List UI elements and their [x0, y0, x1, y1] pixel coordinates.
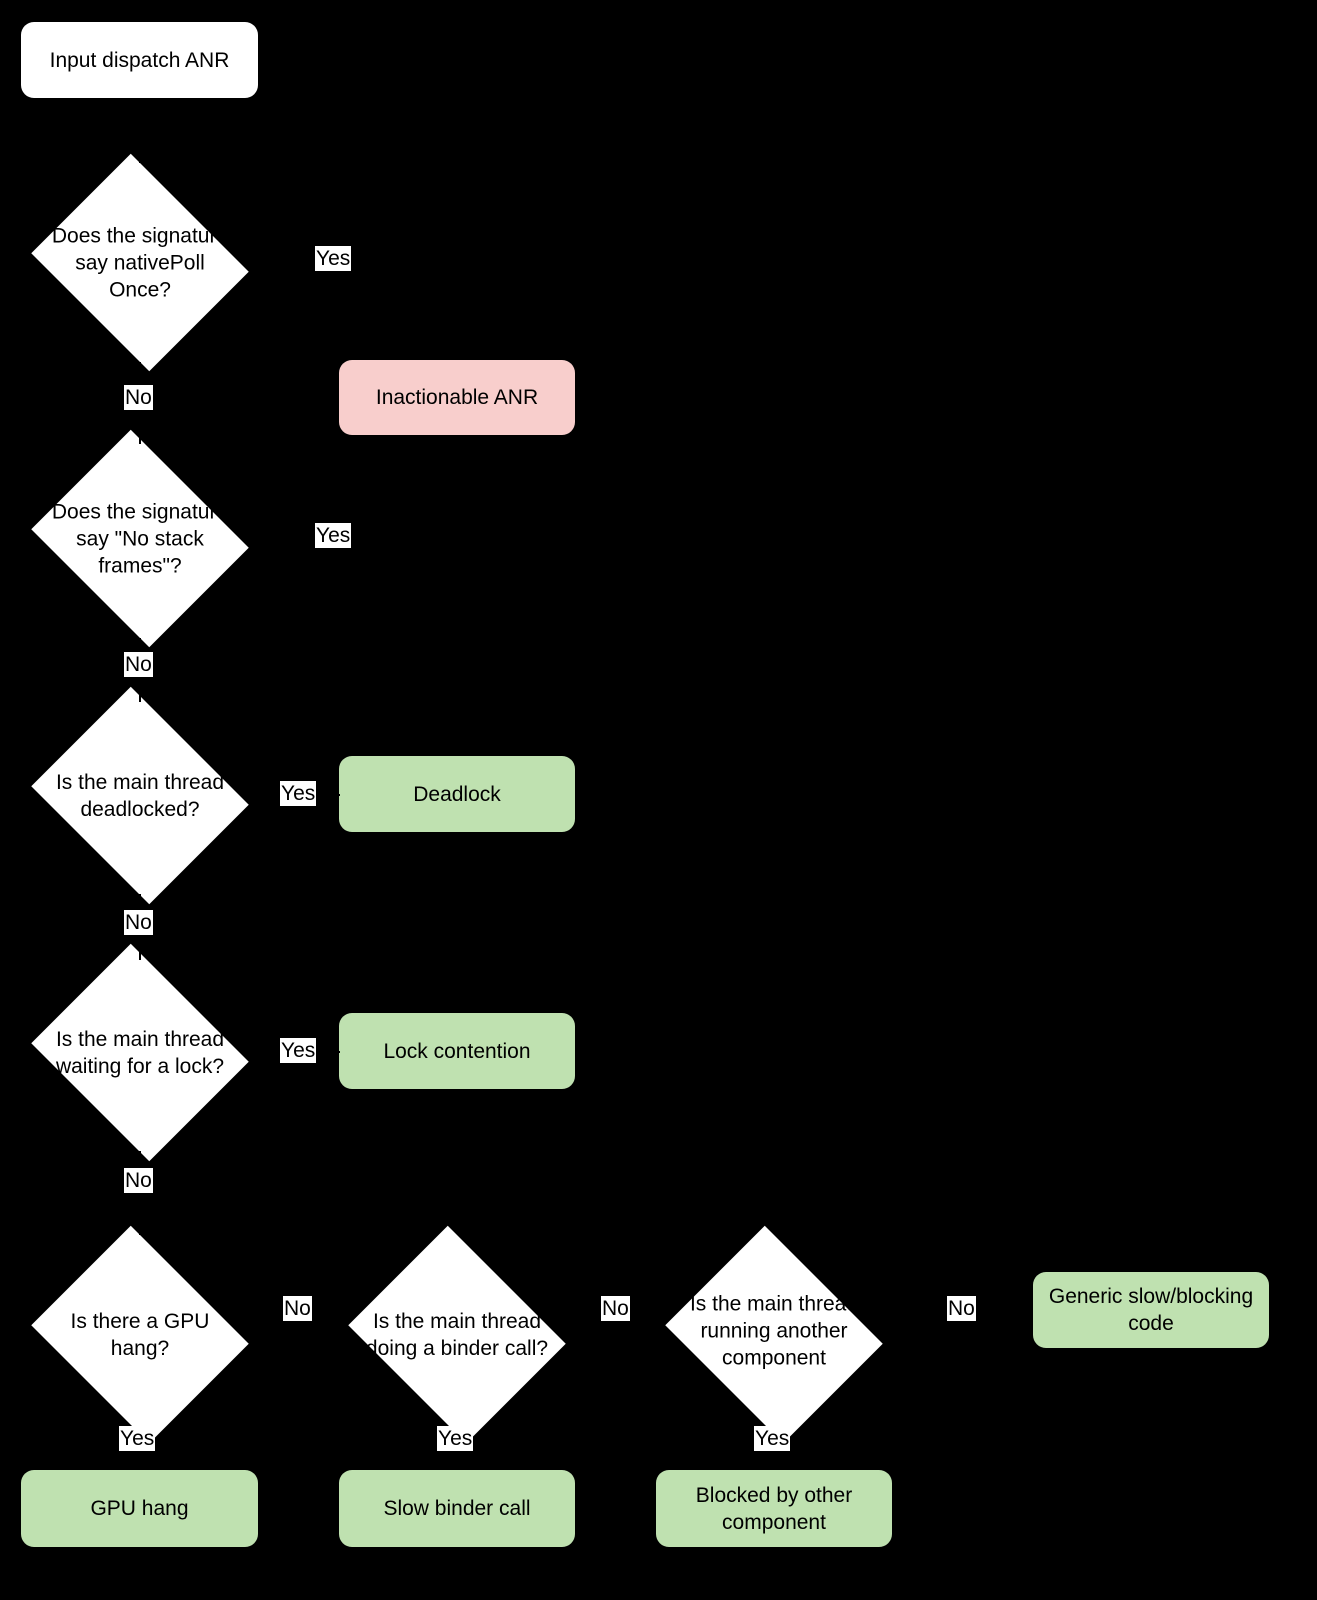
node-lock-contention[interactable]: Lock contention: [339, 1013, 575, 1089]
edge-nativepoll-yes-down: [456, 261, 458, 360]
node-slow-binder-call-outcome[interactable]: Slow binder call: [339, 1470, 575, 1547]
node-label: Is the main thread doing a binder call?: [365, 1309, 549, 1360]
node-start-input-dispatch-anr[interactable]: Input dispatch ANR: [21, 22, 258, 98]
edge-nativepoll-yes: [258, 261, 457, 263]
edge-label-no-no-stack-frames: No: [124, 652, 153, 677]
node-decision-main-thread-waiting-lock[interactable]: Is the main thread waiting for a lock?: [22, 943, 258, 1162]
edge-gpuhang-no: [258, 1334, 340, 1336]
node-label: Is the main thread waiting for a lock?: [55, 1027, 225, 1078]
edge-binder-no: [575, 1334, 657, 1336]
edge-label-no-waiting-lock: No: [124, 1168, 153, 1193]
edge-label-no-binder-call: No: [601, 1296, 630, 1321]
node-generic-slow-blocking-code[interactable]: Generic slow/blocking code: [1033, 1272, 1269, 1348]
edge-label-no-other-component: No: [947, 1296, 976, 1321]
node-label: Does the signature say "No stack frames"…: [51, 500, 229, 577]
node-label: Does the signature say nativePoll Once?: [51, 224, 229, 301]
edge-othercomponent-yes: [773, 1435, 775, 1470]
edge-label-yes-native-poll: Yes: [315, 246, 352, 271]
node-blocked-by-other-component-outcome[interactable]: Blocked by other component: [656, 1470, 892, 1547]
node-decision-binder-call[interactable]: Is the main thread doing a binder call?: [339, 1225, 575, 1444]
edge-gpuhang-yes: [139, 1435, 141, 1470]
edge-label-no-deadlocked: No: [124, 910, 153, 935]
edge-label-yes-gpu-hang: Yes: [119, 1426, 156, 1451]
edge-label-yes-other-component: Yes: [754, 1426, 791, 1451]
edge-label-yes-deadlocked: Yes: [280, 781, 317, 806]
edge-start-to-nativepoll: [139, 98, 141, 163]
node-label: Is there a GPU hang?: [70, 1309, 210, 1360]
edge-othercomponent-no: [892, 1334, 1033, 1336]
node-label: Is the main thread deadlocked?: [55, 770, 225, 821]
edge-binder-yes: [456, 1435, 458, 1470]
edge-label-yes-waiting-lock: Yes: [280, 1038, 317, 1063]
node-decision-native-poll-once[interactable]: Does the signature say nativePoll Once?: [22, 153, 258, 372]
node-deadlock[interactable]: Deadlock: [339, 756, 575, 832]
node-gpu-hang-outcome[interactable]: GPU hang: [21, 1470, 258, 1547]
edge-label-no-native-poll: No: [124, 385, 153, 410]
edge-label-yes-no-stack-frames: Yes: [315, 523, 352, 548]
edge-waitinglock-no: [139, 1151, 141, 1235]
node-decision-running-another-component[interactable]: Is the main thread running another compo…: [656, 1225, 892, 1444]
node-label: Is the main thread running another compo…: [689, 1292, 859, 1369]
node-inactionable-anr[interactable]: Inactionable ANR: [339, 360, 575, 435]
node-decision-no-stack-frames[interactable]: Does the signature say "No stack frames"…: [22, 429, 258, 648]
edge-label-yes-binder-call: Yes: [437, 1426, 474, 1451]
edge-label-no-gpu-hang: No: [283, 1296, 312, 1321]
node-decision-main-thread-deadlocked[interactable]: Is the main thread deadlocked?: [22, 686, 258, 905]
node-decision-gpu-hang[interactable]: Is there a GPU hang?: [22, 1225, 258, 1444]
edge-nostack-yes: [258, 537, 457, 539]
